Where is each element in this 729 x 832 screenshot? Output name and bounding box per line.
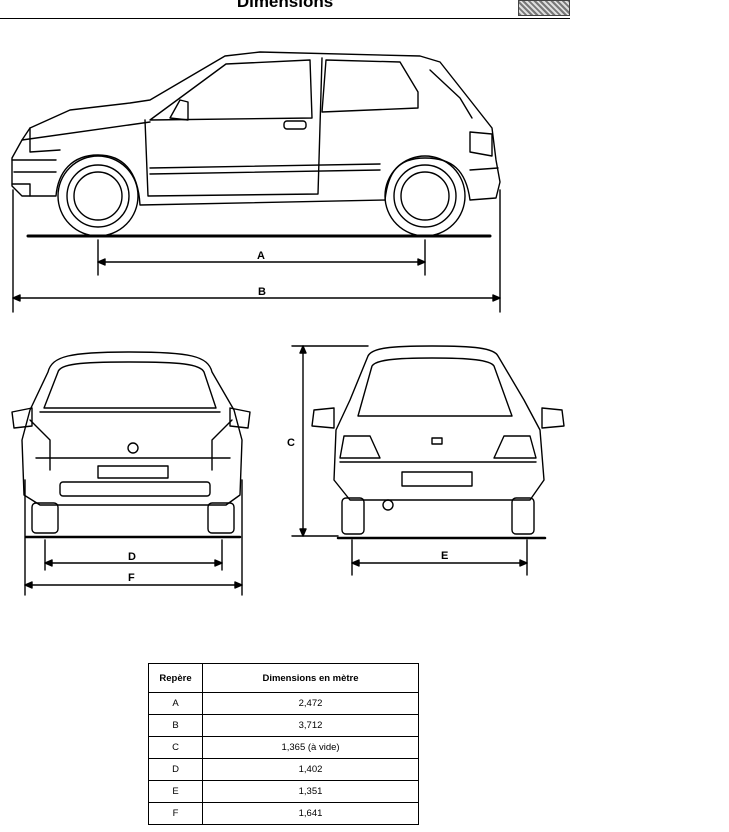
dimension-e — [351, 539, 528, 576]
table-cell-value: 1,365 (à vide) — [202, 736, 419, 759]
label-e: E — [441, 550, 448, 562]
table-row: E 1,351 — [148, 780, 419, 803]
label-d: D — [128, 551, 136, 563]
page-title: Dimensions — [236, 0, 334, 11]
table-header-repere: Repère — [148, 663, 203, 693]
table-cell-ref: F — [148, 802, 203, 825]
label-a: A — [257, 250, 265, 262]
front-view-car — [311, 345, 565, 540]
table-cell-value: 1,641 — [202, 802, 419, 825]
header-logo — [518, 0, 570, 16]
table-cell-value: 1,402 — [202, 758, 419, 781]
side-view-car — [11, 51, 501, 238]
table-cell-ref: C — [148, 736, 203, 759]
dimension-f — [24, 479, 243, 596]
table-row: A 2,472 — [148, 692, 419, 715]
table-cell-value: 1,351 — [202, 780, 419, 803]
dimensions-table: Repère Dimensions en mètre A 2,472 B 3,7… — [148, 663, 419, 825]
table-header-dimensions: Dimensions en mètre — [202, 663, 419, 693]
dimension-b — [12, 189, 501, 313]
table-cell-value: 3,712 — [202, 714, 419, 737]
dimension-c — [291, 345, 369, 537]
table-cell-ref: A — [148, 692, 203, 715]
table-cell-ref: D — [148, 758, 203, 781]
label-b: B — [258, 286, 266, 298]
table-cell-ref: E — [148, 780, 203, 803]
header-rule — [0, 18, 570, 19]
label-c: C — [287, 437, 295, 449]
table-row: F 1,641 — [148, 802, 419, 825]
rear-view-car — [11, 351, 251, 539]
table-row: C 1,365 (à vide) — [148, 736, 419, 759]
table-cell-ref: B — [148, 714, 203, 737]
dimension-a — [97, 239, 426, 276]
dimension-d — [44, 539, 223, 571]
table-row: D 1,402 — [148, 758, 419, 781]
table-row: B 3,712 — [148, 714, 419, 737]
label-f: F — [128, 572, 135, 584]
table-cell-value: 2,472 — [202, 692, 419, 715]
